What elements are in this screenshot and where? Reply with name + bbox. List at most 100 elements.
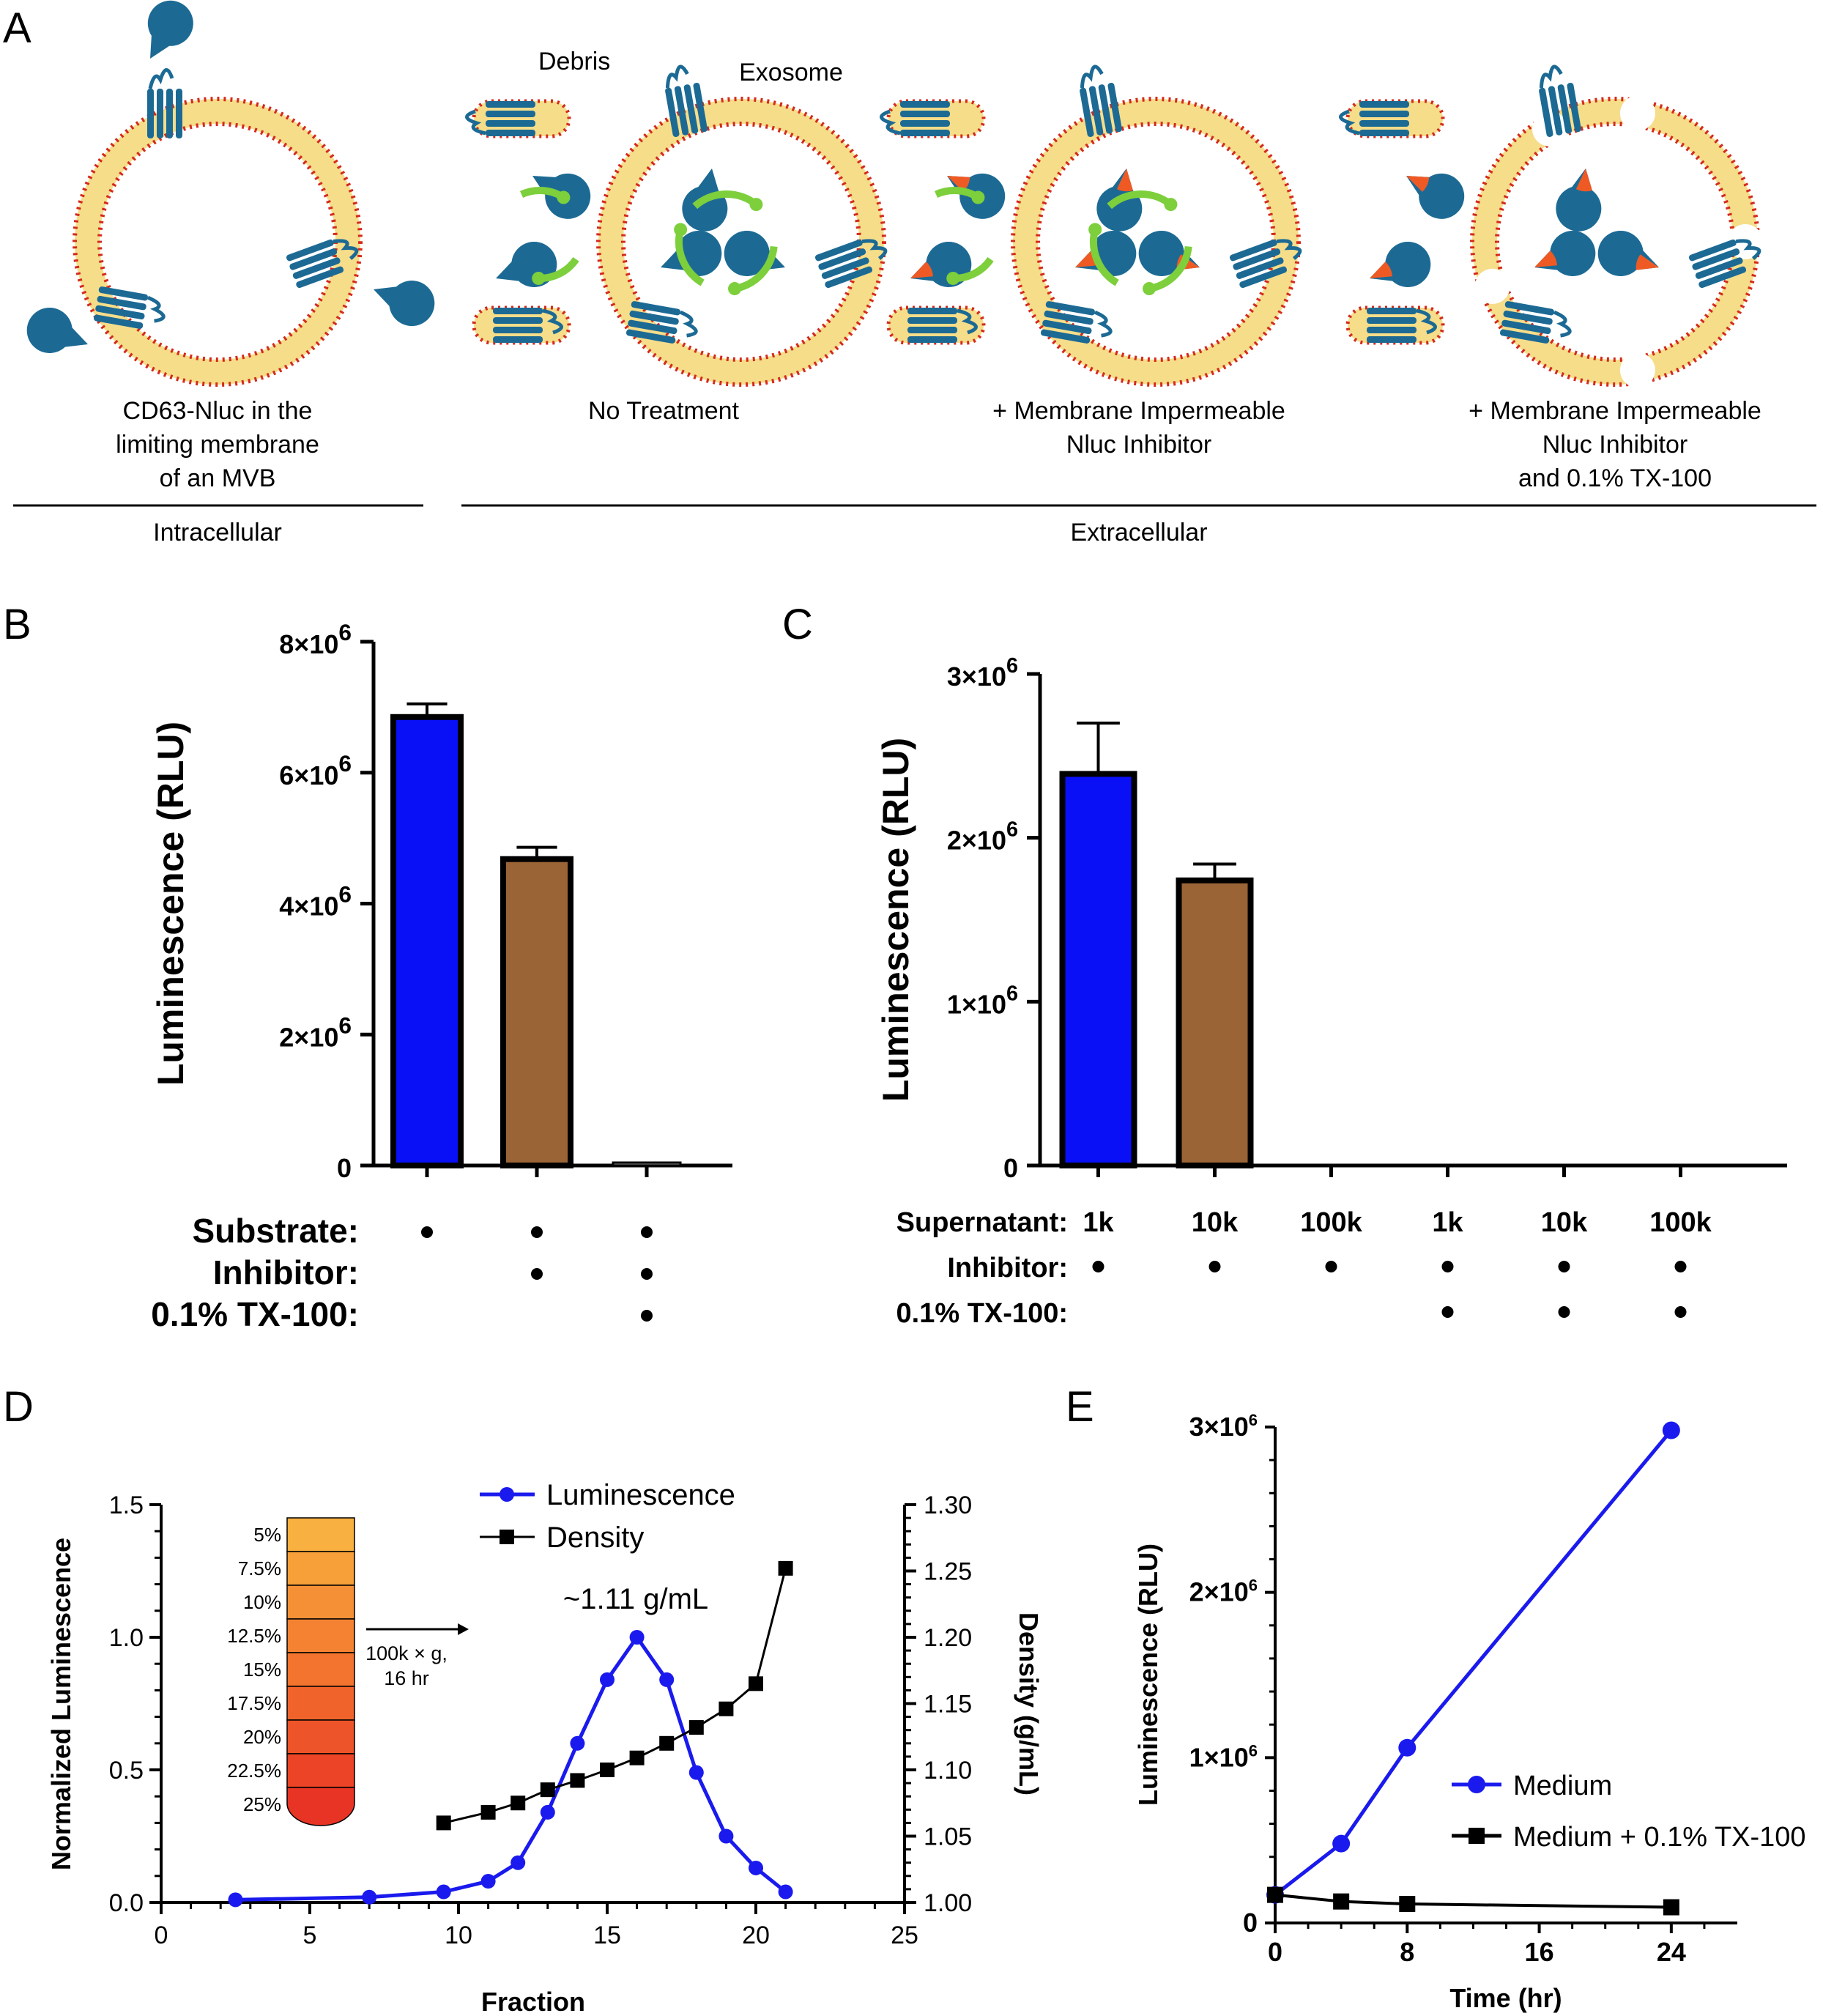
inhibitor-activity-arrow-2-head — [1143, 282, 1156, 296]
mvb-cd63-left-helix-3 — [93, 314, 144, 329]
no-treatment-activity-arrow-1-shaft — [692, 190, 759, 210]
y-tick-base: 1×10 — [1189, 1742, 1249, 1772]
caption-3-line-1: Nluc Inhibitor — [1542, 431, 1688, 459]
luminescence-point — [629, 1630, 645, 1645]
inhibitor-activity-arrow-2-shaft — [1148, 245, 1192, 292]
tube-label: 20% — [243, 1726, 281, 1748]
inhibitor-tx100-exosome-nluc-left-body — [1534, 230, 1596, 276]
inhibitor-tx100-debris-bottom-cd63-helix-1 — [1367, 317, 1417, 324]
row-label: Supernatant: — [896, 1207, 1068, 1238]
tube-label: 12.5% — [227, 1625, 281, 1647]
inhibitor-exosome-cd63-left — [1040, 301, 1113, 344]
row-dot — [1558, 1306, 1570, 1318]
no-treatment-debris-arrow-2 — [532, 256, 579, 285]
mvb-cd63-top-helix-1 — [157, 89, 163, 138]
no-treatment-debris-bottom-nluc — [496, 241, 557, 287]
inhibitor-tx100-exosome-cd63-top — [1539, 64, 1581, 138]
tube-layer — [286, 1753, 355, 1788]
y-tick-base: 3×10 — [1189, 1412, 1249, 1442]
mvb-cd63-left-helix-1 — [97, 295, 146, 311]
row-dot — [1208, 1261, 1221, 1272]
inhibitor-debris-bottom-nluc-body — [910, 241, 972, 287]
peak-annotation: ~1.11 g/mL — [563, 1583, 708, 1615]
no-treatment-debris-bottom — [472, 305, 571, 345]
inhibitor-debris-top-cd63-loop — [880, 109, 901, 136]
y-tick-label: 3×106 — [947, 654, 1018, 692]
y-tick-label: 1.0 — [109, 1624, 144, 1652]
panel-label-c: C — [782, 601, 813, 648]
inhibitor-debris-top-cd63-helix-0 — [900, 130, 950, 136]
y-tick-label: 8×106 — [279, 619, 352, 659]
inhibitor-debris-arrow-1 — [934, 187, 985, 204]
row-value: 1k — [1432, 1207, 1463, 1238]
tube-layer — [286, 1517, 355, 1552]
inhibitor-tx100-debris-top-cd63-helix-3 — [1359, 101, 1409, 108]
row-value: 100k — [1300, 1207, 1362, 1238]
x-tick-label: 0 — [1268, 1937, 1282, 1967]
no-treatment-debris-top-cd63-helix-3 — [486, 101, 535, 108]
density-point — [600, 1763, 615, 1777]
inhibitor-tx100-debris-bottom-cd63-helix-2 — [1367, 327, 1417, 333]
tube-layer — [286, 1686, 355, 1721]
y-tick-exp: 6 — [1249, 1576, 1258, 1595]
x-tick-label: 5 — [303, 1922, 317, 1949]
inhibitor-exosome-cd63-left-helix-2 — [1042, 319, 1092, 335]
no-treatment-exosome-cd63-right-helix-0 — [814, 239, 863, 262]
x-axis-label: Time (hr) — [1449, 1983, 1562, 2013]
no-treatment-activity-arrow-3-head — [674, 223, 688, 237]
schematic-art — [26, 0, 1763, 388]
no-treatment-debris-top-cd63-loop — [465, 109, 486, 136]
no-treatment-activity-arrow-3-shaft — [675, 229, 705, 286]
x-tick-label: 20 — [742, 1922, 770, 1949]
y-tick-label: 0.5 — [109, 1757, 144, 1785]
inhibitor-tx100-exosome-nluc-top — [1556, 168, 1602, 231]
mvb-cd63-right — [286, 239, 359, 289]
inhibitor-tx100-exosome-nluc-right-inhibitor — [1635, 254, 1659, 270]
caption-2-line-0: + Membrane Impermeable — [992, 397, 1285, 425]
legend-marker — [500, 1487, 514, 1502]
inhibitor-tx100-exosome-membrane-gap-3 — [1474, 268, 1510, 304]
inhibitor-activity-arrow-2 — [1143, 245, 1192, 296]
caption-0-line-2: of an MVB — [160, 464, 276, 492]
inhibitor-debris-arrow-1-head — [971, 190, 985, 204]
no-treatment-exosome-cd63-right-helix-1 — [818, 248, 866, 270]
x-tick-label: 0 — [155, 1922, 168, 1949]
no-treatment-debris-bottom-cd63-helix-1 — [493, 317, 543, 324]
y2-tick-label: 1.05 — [924, 1823, 972, 1851]
y-tick-base: 1×10 — [947, 989, 1006, 1019]
density-point — [540, 1782, 555, 1798]
tube-label: 5% — [253, 1524, 281, 1546]
no-treatment-exosome-cd63-left — [625, 301, 698, 344]
no-treatment-debris-bottom-cd63-loop — [542, 308, 563, 335]
mvb-cd63-right-helix-1 — [289, 248, 338, 270]
density-point — [778, 1560, 793, 1576]
density-point — [629, 1750, 645, 1765]
row-dot — [1092, 1261, 1104, 1272]
y-tick-label: 2×106 — [279, 1012, 352, 1052]
caption-3-line-0: + Membrane Impermeable — [1469, 397, 1761, 425]
bar — [390, 714, 464, 1168]
bar — [1176, 877, 1254, 1168]
inhibitor-tx100-exosome-cd63-left-helix-1 — [1503, 310, 1553, 325]
row-value: 10k — [1192, 1207, 1239, 1238]
caption-0-line-1: limiting membrane — [116, 431, 319, 459]
no-treatment-activity-arrow-1-head — [749, 198, 763, 212]
row-label: 0.1% TX-100: — [151, 1295, 359, 1333]
x-tick-label: 16 — [1525, 1937, 1554, 1967]
y-axis-label: Normalized Luminescence — [46, 1538, 76, 1870]
inhibitor-exosome-cd63-left-loop — [1094, 310, 1113, 338]
row-dot — [421, 1226, 433, 1238]
no-treatment-exosome-cd63-right-loop — [861, 239, 888, 260]
inhibitor-tx100-debris-top-cd63 — [1339, 101, 1409, 136]
density-point — [719, 1701, 734, 1716]
inhibitor-tx100-debris-bottom-cd63 — [1367, 308, 1437, 343]
no-treatment-debris-arrow-2-head — [532, 271, 546, 285]
y-tick-base: 6×10 — [279, 760, 338, 790]
mvb-cd63-top-helix-3 — [176, 89, 182, 138]
inhibitor-debris-bottom-cd63-loop — [957, 308, 978, 335]
y-tick-base: 4×10 — [279, 892, 338, 922]
no-treatment-exosome-cd63-right-helix-2 — [821, 257, 869, 279]
inhibitor-tx100-exosome-nluc-right — [1597, 230, 1659, 276]
density-point — [659, 1735, 675, 1751]
inhibitor-tx100-debris-bottom-cd63-helix-3 — [1367, 336, 1417, 343]
